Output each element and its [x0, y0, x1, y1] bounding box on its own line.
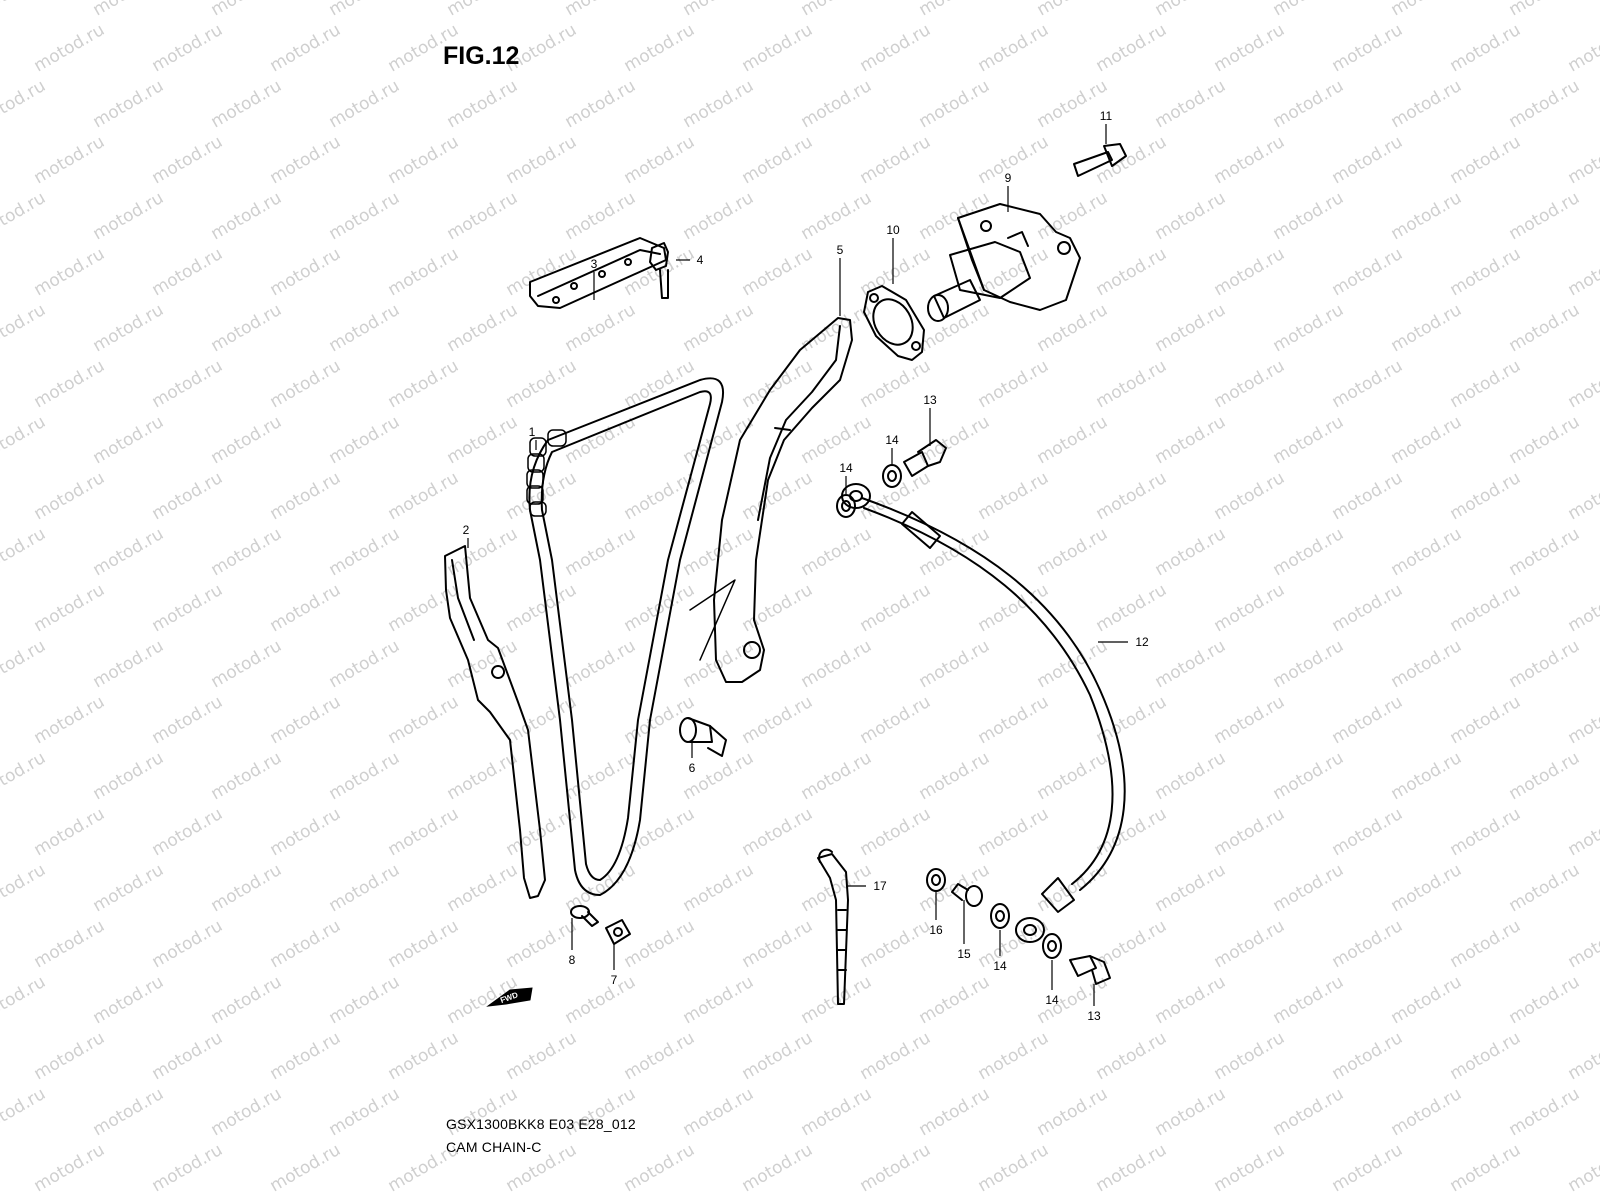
- callout-10: 10: [886, 223, 900, 237]
- washer-16: [926, 868, 946, 892]
- callout-14-c: 14: [993, 959, 1007, 973]
- callout-16: 16: [929, 923, 943, 937]
- banjo-bolt-13-upper: [903, 439, 947, 477]
- chain-guide-upper: [529, 237, 667, 309]
- callout-14-b: 14: [885, 433, 899, 447]
- callout-labels: 1 2 3 4 5 6 7 8 9 10 11 12 13 13 14 14 1…: [463, 109, 1149, 1023]
- callout-15: 15: [957, 947, 971, 961]
- callout-14-d: 14: [1045, 993, 1059, 1007]
- washer-14-c: [990, 903, 1010, 929]
- callout-5: 5: [837, 243, 844, 257]
- washer-14-d: [1042, 933, 1062, 959]
- callout-9: 9: [1005, 171, 1012, 185]
- cam-chain: [526, 377, 736, 896]
- callout-14-a: 14: [839, 461, 853, 475]
- figure-title: FIG.12: [443, 42, 520, 70]
- callout-13-lower: 13: [1087, 1009, 1101, 1023]
- chain-guide-front: [444, 545, 546, 899]
- callout-2: 2: [463, 523, 470, 537]
- oil-hose: [841, 483, 1126, 943]
- chain-tensioner-guide: [713, 317, 853, 683]
- banjo-bolt-13-lower: [1069, 955, 1111, 985]
- callout-1: 1: [529, 425, 536, 439]
- bolt-11: [1073, 143, 1127, 177]
- callout-4: 4: [697, 253, 704, 267]
- diagram-name: CAM CHAIN-C: [446, 1139, 542, 1155]
- callout-13-upper: 13: [923, 393, 937, 407]
- callout-8: 8: [569, 953, 576, 967]
- washer-14-a: [836, 494, 856, 518]
- cam-chain-tensioner: [927, 203, 1081, 322]
- callout-6: 6: [689, 761, 696, 775]
- pivot-bolt: [679, 717, 727, 757]
- washer-14-b: [882, 464, 902, 488]
- bolt-15: [951, 883, 983, 907]
- plate-7: [605, 919, 631, 945]
- screw-8: [570, 905, 599, 927]
- callout-3: 3: [591, 257, 598, 271]
- callout-11: 11: [1100, 109, 1113, 123]
- callout-7: 7: [611, 973, 618, 987]
- gasket: [863, 285, 925, 361]
- model-code: GSX1300BKK8 E03 E28_012: [446, 1116, 636, 1132]
- hose-clamp: [817, 848, 849, 1005]
- callout-12: 12: [1135, 635, 1149, 649]
- bolt-4: [649, 242, 669, 299]
- fwd-arrow: FWD: [486, 987, 533, 1007]
- callout-17: 17: [873, 879, 887, 893]
